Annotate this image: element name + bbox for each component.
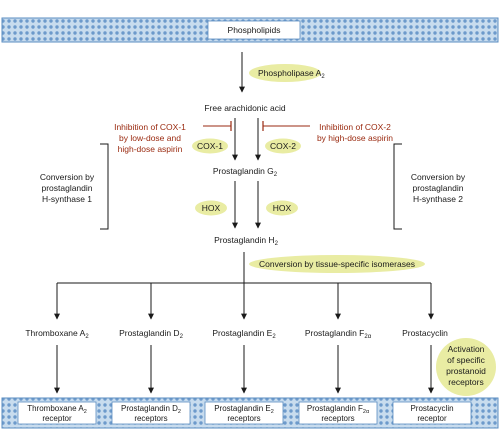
right-conversion-line2: prostaglandin	[412, 183, 463, 193]
pgh2-label: Prostaglandin H2	[214, 235, 278, 247]
receptor-4-line1: Prostaglandin F2α	[307, 404, 370, 415]
left-conversion-line3: H-synthase 1	[42, 194, 92, 204]
receptor-1-line1: Thromboxane A2	[27, 404, 87, 415]
phospholipids-label: Phospholipids	[228, 25, 281, 35]
top-membrane: Phospholipids	[1, 17, 499, 43]
cox2-label: COX-2	[270, 141, 296, 151]
inhibition-cox2-line2: by high-dose aspirin	[317, 133, 393, 143]
activation-line4: receptors	[448, 377, 483, 387]
receptor-2-line1: Prostaglandin D2	[121, 404, 181, 415]
hox-left-label: HOX	[202, 203, 221, 213]
product-prostaglandin-f2a: Prostaglandin F2α	[305, 328, 372, 340]
free-arachidonic-acid: Free arachidonic acid	[204, 103, 286, 113]
cox1-label: COX-1	[197, 141, 223, 151]
receptor-1-line2: receptor	[42, 414, 72, 423]
bottom-membrane: Thromboxane A2 receptor Prostaglandin D2…	[1, 397, 499, 429]
pgg2-label: Prostaglandin G2	[213, 166, 278, 178]
receptor-3-line1: Prostaglandin E2	[214, 404, 274, 415]
product-prostacyclin: Prostacyclin	[402, 328, 448, 338]
product-prostaglandin-e2: Prostaglandin E2	[212, 328, 276, 340]
product-thromboxane-a2: Thromboxane A2	[25, 328, 89, 340]
receptor-box-3	[204, 401, 284, 425]
activation-line1: Activation	[448, 344, 485, 354]
inhibition-cox1-line1: Inhibition of COX-1	[114, 122, 186, 132]
left-conversion-line1: Conversion by	[40, 172, 95, 182]
hox-left-oval	[195, 200, 227, 216]
receptor-box-4	[298, 401, 378, 425]
activation-oval	[436, 338, 496, 396]
receptor-5-line1: Prostacyclin	[410, 404, 453, 413]
receptor-4-line2: receptors	[321, 414, 354, 423]
receptor-box-2	[111, 401, 191, 425]
cox1-oval	[192, 138, 228, 154]
activation-line3: prostanoid	[446, 366, 486, 376]
hox-right-label: HOX	[273, 203, 292, 213]
receptor-5-line2: receptor	[417, 414, 447, 423]
receptor-2-line2: receptors	[134, 414, 167, 423]
receptor-3-line2: receptors	[227, 414, 260, 423]
right-conversion-line1: Conversion by	[411, 172, 466, 182]
pla2-enzyme-oval	[249, 64, 321, 82]
receptor-box-1	[17, 401, 97, 425]
pla2-label: Phospholipase A2	[258, 68, 325, 80]
phospholipids-box	[207, 20, 301, 40]
left-bracket	[100, 143, 109, 230]
activation-line2: of specific	[447, 355, 486, 365]
right-conversion-line3: H-synthase 2	[413, 194, 463, 204]
isomerases-oval	[249, 255, 425, 273]
inhibition-cox2-line1: Inhibition of COX-2	[319, 122, 391, 132]
product-prostaglandin-d2: Prostaglandin D2	[119, 328, 183, 340]
receptor-box-5	[392, 401, 472, 425]
isomerases-label: Conversion by tissue-specific isomerases	[259, 259, 415, 269]
left-conversion-line2: prostaglandin	[41, 183, 92, 193]
cox2-oval	[265, 138, 301, 154]
inhibition-cox1-line3: high-dose aspirin	[118, 144, 183, 154]
inhibition-cox1-line2: by low-dose and	[119, 133, 181, 143]
right-bracket	[393, 143, 402, 230]
hox-right-oval	[266, 200, 298, 216]
